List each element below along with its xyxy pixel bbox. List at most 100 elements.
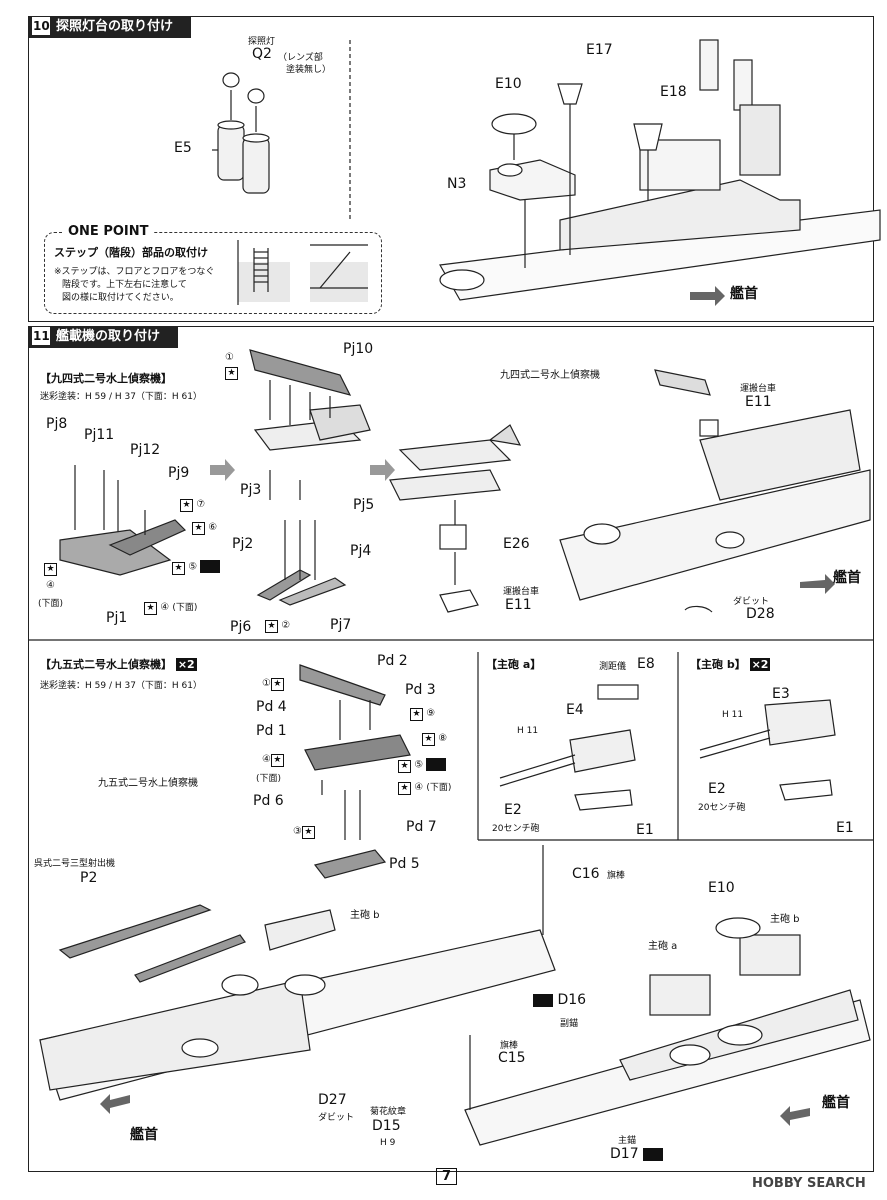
part-d17: D17 bbox=[610, 1146, 664, 1162]
part-e3: E3 bbox=[772, 686, 790, 702]
part-e10-bottom: E10 bbox=[708, 880, 735, 896]
decal-star-icon: ★ bbox=[265, 620, 278, 633]
onepoint-text-3: 図の様に取付けてください。 bbox=[62, 293, 179, 303]
decal-star-icon: ★ bbox=[301, 826, 315, 839]
h11-a: H 11 bbox=[517, 726, 539, 736]
roundel-decal-icon bbox=[533, 993, 553, 1007]
decal-4b-type94: ★ ④ (下面) bbox=[144, 600, 197, 615]
part-pd5: Pd 5 bbox=[389, 856, 420, 872]
type95-header: 【九五式二号水上偵察機】 ×2 bbox=[40, 656, 197, 672]
decal-9-label: ⑨ bbox=[426, 708, 436, 719]
underside-type95-left: (下面) bbox=[256, 774, 282, 784]
onepoint-text-1: ※ステップは、フロアとフロアをつなぐ bbox=[54, 267, 215, 277]
h9-label: H 9 bbox=[380, 1138, 396, 1148]
gun-label-a: 20センチ砲 bbox=[492, 824, 540, 834]
davit-label-aft: ダビット bbox=[318, 1113, 355, 1123]
q2-note-1: （レンズ部 bbox=[278, 53, 323, 63]
decal-star-icon: ★ bbox=[192, 522, 205, 535]
decal-4-type95: ★ ④ (下面) bbox=[398, 780, 451, 795]
part-e2-a: E2 bbox=[504, 802, 522, 818]
type95-x2-badge: ×2 bbox=[175, 658, 197, 671]
step11-title: 艦載機の取り付け bbox=[56, 329, 161, 344]
step11-title-bar: 11 艦載機の取り付け bbox=[28, 326, 179, 348]
part-e1-a: E1 bbox=[636, 822, 654, 838]
step10-title: 探照灯台の取り付け bbox=[56, 19, 174, 34]
decal-8-type95: ★ ⑧ bbox=[422, 733, 447, 746]
main-b-label-aft: 主砲 b bbox=[350, 910, 380, 921]
decal-4c-label: ④ bbox=[414, 782, 424, 793]
part-d16-label: D16 bbox=[557, 992, 587, 1008]
part-c16: C16 bbox=[572, 866, 600, 882]
part-pj7: Pj7 bbox=[330, 617, 352, 633]
decal-1-type94: ① bbox=[225, 352, 234, 363]
decal-star-icon: ★ bbox=[180, 499, 193, 512]
part-d17-label: D17 bbox=[610, 1146, 639, 1162]
part-q2: Q2 bbox=[252, 46, 272, 62]
underside-right: (下面) bbox=[172, 603, 198, 613]
catapult-label: 呉式二号三型射出機 bbox=[34, 859, 116, 869]
decal-4-label-left: ④ bbox=[46, 580, 55, 591]
decal-9-type95: ★ ⑨ bbox=[410, 708, 435, 721]
part-pd1: Pd 1 bbox=[256, 723, 287, 739]
decal-5-type94: ★ ⑤ bbox=[172, 560, 221, 575]
chrysanthemum-label: 菊花紋章 bbox=[370, 1107, 407, 1117]
part-pj9: Pj9 bbox=[168, 465, 190, 481]
main-anchor-label: 主錨 bbox=[618, 1136, 637, 1146]
part-d28: D28 bbox=[746, 606, 775, 622]
part-e11-ship: E11 bbox=[745, 394, 772, 410]
part-pd6: Pd 6 bbox=[253, 793, 284, 809]
part-pj12: Pj12 bbox=[130, 442, 161, 458]
cart-label: 運搬台車 bbox=[503, 587, 540, 597]
decal-5b-label: ⑤ bbox=[414, 759, 424, 771]
step10-number: 10 bbox=[32, 17, 50, 35]
bow-label-step11-top: 艦首 bbox=[833, 570, 861, 586]
bow-label-bottom-left: 艦首 bbox=[130, 1127, 158, 1143]
decal-star-icon: ★ bbox=[144, 602, 157, 615]
decal-4-type95-left: ④★ bbox=[262, 754, 284, 767]
davit-label: ダビット bbox=[733, 597, 770, 607]
part-e11: E11 bbox=[505, 597, 532, 613]
searchlight-label: 探照灯 bbox=[248, 37, 276, 47]
part-d15: D15 bbox=[372, 1118, 401, 1134]
decal-4-type94: ★ bbox=[44, 563, 57, 576]
type95-header-text: 【九五式二号水上偵察機】 bbox=[40, 658, 172, 671]
main-b-header: 【主砲 b】 ×2 bbox=[690, 656, 771, 672]
part-e5: E5 bbox=[174, 140, 192, 156]
decal-star-icon: ★ bbox=[410, 708, 423, 721]
rangefinder-label: 測距儀 bbox=[599, 662, 627, 672]
page-number: 7 bbox=[436, 1168, 458, 1185]
decal-7-label: ⑦ bbox=[196, 499, 206, 510]
part-e10: E10 bbox=[495, 76, 522, 92]
decal-6-label: ⑥ bbox=[208, 522, 218, 533]
part-pj3: Pj3 bbox=[240, 482, 262, 498]
onepoint-header: ONE POINT bbox=[64, 224, 153, 239]
type94-paint: 迷彩塗装：H 59 / H 37（下面：H 61） bbox=[40, 392, 202, 402]
part-e1-b: E1 bbox=[836, 820, 854, 836]
decal-star-icon: ★ bbox=[225, 367, 238, 380]
roundel-decal-icon bbox=[200, 560, 221, 573]
onepoint-title: ステップ（階段）部品の取付け bbox=[54, 246, 208, 259]
underside-left: (下面) bbox=[38, 599, 64, 609]
part-d27: D27 bbox=[318, 1092, 347, 1108]
step11-number: 11 bbox=[32, 327, 50, 345]
part-e18: E18 bbox=[660, 84, 687, 100]
cart-label-ship: 運搬台車 bbox=[740, 384, 777, 394]
bow-label-bottom-right: 艦首 bbox=[822, 1095, 850, 1111]
part-pd7: Pd 7 bbox=[406, 819, 437, 835]
part-e26: E26 bbox=[503, 536, 530, 552]
decal-star-icon: ★ bbox=[44, 563, 57, 576]
main-a-header: 【主砲 a】 bbox=[486, 658, 542, 671]
decal-star-icon: ★ bbox=[270, 754, 284, 767]
roundel-decal-icon bbox=[643, 1147, 664, 1161]
decal-4d-label: ④ bbox=[262, 754, 271, 765]
part-e8: E8 bbox=[637, 656, 655, 672]
part-pd4: Pd 4 bbox=[256, 699, 287, 715]
onepoint-box bbox=[44, 232, 382, 314]
main-b-label-bow: 主砲 b bbox=[770, 914, 800, 925]
decal-star-icon: ★ bbox=[398, 782, 411, 795]
part-pj5: Pj5 bbox=[353, 497, 375, 513]
part-pj4: Pj4 bbox=[350, 543, 372, 559]
type94-ship-label: 九四式二号水上偵察機 bbox=[500, 370, 600, 381]
flagpole-label-c16: 旗棒 bbox=[607, 871, 626, 881]
part-c15: C15 bbox=[498, 1050, 526, 1066]
